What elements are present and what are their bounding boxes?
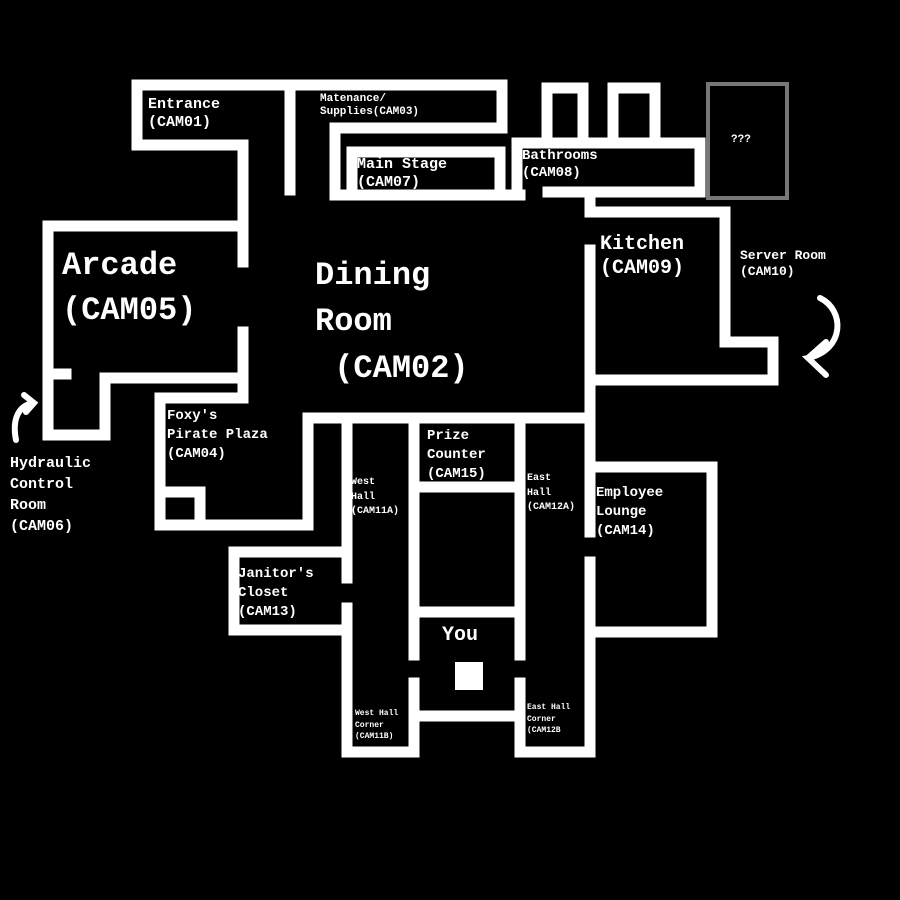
label-line: Hall	[351, 491, 376, 503]
label-line: (CAM08)	[522, 164, 581, 181]
label-line: Server Room	[740, 248, 826, 263]
label-line: Kitchen	[600, 233, 685, 256]
label-line: Janitor's	[238, 566, 314, 582]
room-label-unknown[interactable]: ???	[731, 134, 751, 147]
room-label-maintenance[interactable]: Matenance/Supplies(CAM03)	[320, 93, 419, 119]
hydraulic-room-arrow-icon	[11, 392, 39, 443]
label-line: You	[442, 624, 479, 647]
unknown-room-outline	[706, 82, 789, 200]
label-line: (CAM13)	[238, 603, 297, 620]
label-line: Entrance	[148, 96, 221, 113]
label-line: Counter	[427, 446, 486, 463]
label-line: (CAM10)	[740, 263, 795, 279]
label-line: Arcade	[62, 247, 178, 284]
label-line: East	[527, 473, 552, 484]
label-line: West Hall	[355, 709, 399, 718]
label-line: (CAM11B)	[355, 732, 394, 742]
server-room-arrow-icon	[801, 295, 841, 378]
label-line: Corner	[355, 720, 384, 730]
label-line: Room	[315, 303, 392, 341]
label-line: Supplies(CAM03)	[320, 106, 420, 119]
label-line: (CAM12A)	[527, 502, 576, 513]
label-line: (CAM15)	[427, 465, 486, 482]
label-line: (CAM12B	[527, 726, 561, 736]
label-line: Lounge	[596, 503, 647, 520]
label-line: (CAM07)	[357, 174, 421, 191]
label-line: Hall	[527, 487, 552, 499]
label-line: Dining	[315, 257, 431, 294]
label-line: Room	[10, 497, 47, 514]
label-line: (CAM04)	[167, 445, 226, 462]
label-line: Employee	[596, 485, 664, 501]
label-line: (CAM11A)	[351, 506, 400, 517]
room-label-entrance[interactable]: Entrance(CAM01)	[148, 96, 220, 132]
room-label-kitchen[interactable]: Kitchen(CAM09)	[600, 233, 684, 281]
label-line: (CAM14)	[596, 522, 655, 539]
label-line: Prize	[427, 428, 470, 444]
label-line: (CAM01)	[148, 114, 212, 131]
label-line: Control	[10, 476, 74, 493]
label-line: Pirate Plaza	[167, 426, 268, 443]
player-office-marker	[455, 662, 483, 690]
label-line: Hydraulic	[10, 455, 92, 472]
room-label-bathrooms[interactable]: Bathrooms(CAM08)	[522, 148, 598, 182]
label-line: (CAM02)	[315, 349, 469, 387]
label-line: Closet	[238, 584, 289, 601]
label-line: Foxy's	[167, 408, 218, 424]
label-line: Corner	[527, 714, 556, 724]
label-line: Main Stage	[357, 156, 448, 173]
label-line: West	[351, 477, 376, 488]
label-line: (CAM05)	[62, 291, 197, 329]
label-line: East Hall	[527, 703, 571, 712]
label-line: (CAM06)	[10, 518, 74, 535]
room-label-main-stage[interactable]: Main Stage(CAM07)	[357, 156, 447, 192]
room-label-server-room[interactable]: Server Room(CAM10)	[740, 248, 826, 279]
label-line: (CAM09)	[600, 257, 685, 280]
room-label-arcade[interactable]: Arcade (CAM05)	[62, 244, 196, 334]
label-line: Bathrooms	[522, 148, 598, 164]
room-label-you: You	[442, 624, 478, 648]
label-line: ???	[731, 134, 751, 146]
label-line: Matenance/	[320, 93, 387, 105]
